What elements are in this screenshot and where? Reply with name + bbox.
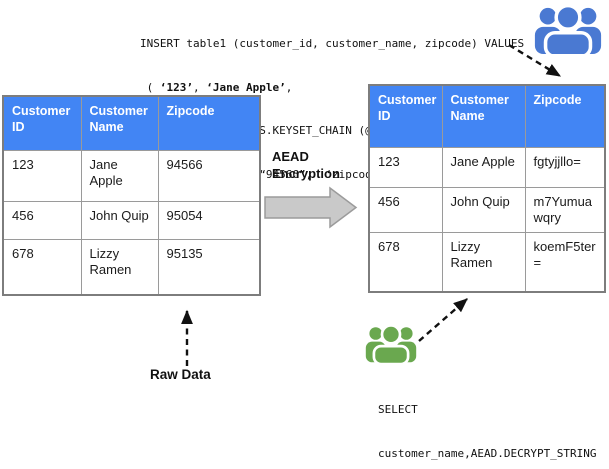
cell-customer-name: John Quip (80, 200, 159, 240)
table-header-row: Customer ID Customer Name Zipcode (2, 95, 261, 151)
cell-encrypted-zipcode: m7Yumuawqry (524, 186, 606, 233)
column-header-customer-name: Customer Name (80, 95, 159, 151)
insert-query-line2: ( ‘123’, ‘Jane Apple’, (140, 80, 293, 94)
column-header-customer-id: Customer ID (2, 95, 82, 151)
raw-data-table: Customer ID Customer Name Zipcode 123 Ja… (2, 95, 261, 296)
users-group-blue-icon (530, 2, 606, 59)
dashed-arrow-select-to-table (418, 298, 468, 342)
column-header-customer-id: Customer ID (368, 84, 443, 148)
cell-customer-id: 456 (2, 200, 82, 240)
users-group-green-icon (364, 319, 418, 366)
table-row: 456 John Quip m7Yumuawqry (368, 186, 606, 233)
cell-zipcode: 94566 (157, 149, 261, 202)
table-row: 123 Jane Apple 94566 (2, 149, 261, 202)
cell-customer-name: John Quip (441, 186, 526, 233)
cell-customer-id: 678 (368, 231, 443, 293)
cell-customer-name: Jane Apple (441, 146, 526, 188)
cell-zipcode: 95135 (157, 238, 261, 296)
select-query-line2: customer_name,AEAD.DECRYPT_STRING (378, 446, 597, 460)
cell-customer-id: 456 (368, 186, 443, 233)
column-header-customer-name: Customer Name (441, 84, 526, 148)
table-row: 678 Lizzy Ramen koemF5ter= (368, 231, 606, 293)
table-header-row: Customer ID Customer Name Zipcode (368, 84, 606, 148)
aead-encryption-label: AEAD Encryption (272, 149, 340, 181)
cell-customer-id: 123 (2, 149, 82, 202)
insert-query-line1: INSERT table1 (customer_id, customer_nam… (140, 37, 525, 50)
column-header-zipcode: Zipcode (157, 95, 261, 151)
cell-customer-id: 123 (368, 146, 443, 188)
cell-zipcode: 95054 (157, 200, 261, 240)
cell-encrypted-zipcode: koemF5ter= (524, 231, 606, 293)
cell-customer-name: Lizzy Ramen (441, 231, 526, 293)
select-query-code: SELECT customer_name,AEAD.DECRYPT_STRING… (378, 374, 597, 469)
cell-customer-name: Lizzy Ramen (80, 238, 159, 296)
column-header-zipcode: Zipcode (524, 84, 606, 148)
table-row: 678 Lizzy Ramen 95135 (2, 238, 261, 296)
cell-customer-id: 678 (2, 238, 82, 296)
select-query-line1: SELECT (378, 403, 418, 416)
cell-encrypted-zipcode: fgtyjjllo= (524, 146, 606, 188)
table-row: 456 John Quip 95054 (2, 200, 261, 240)
encrypted-data-table: Customer ID Customer Name Zipcode 123 Ja… (368, 84, 606, 293)
raw-data-label: Raw Data (150, 367, 211, 382)
cell-customer-name: Jane Apple (80, 149, 159, 202)
table-row: 123 Jane Apple fgtyjjllo= (368, 146, 606, 188)
